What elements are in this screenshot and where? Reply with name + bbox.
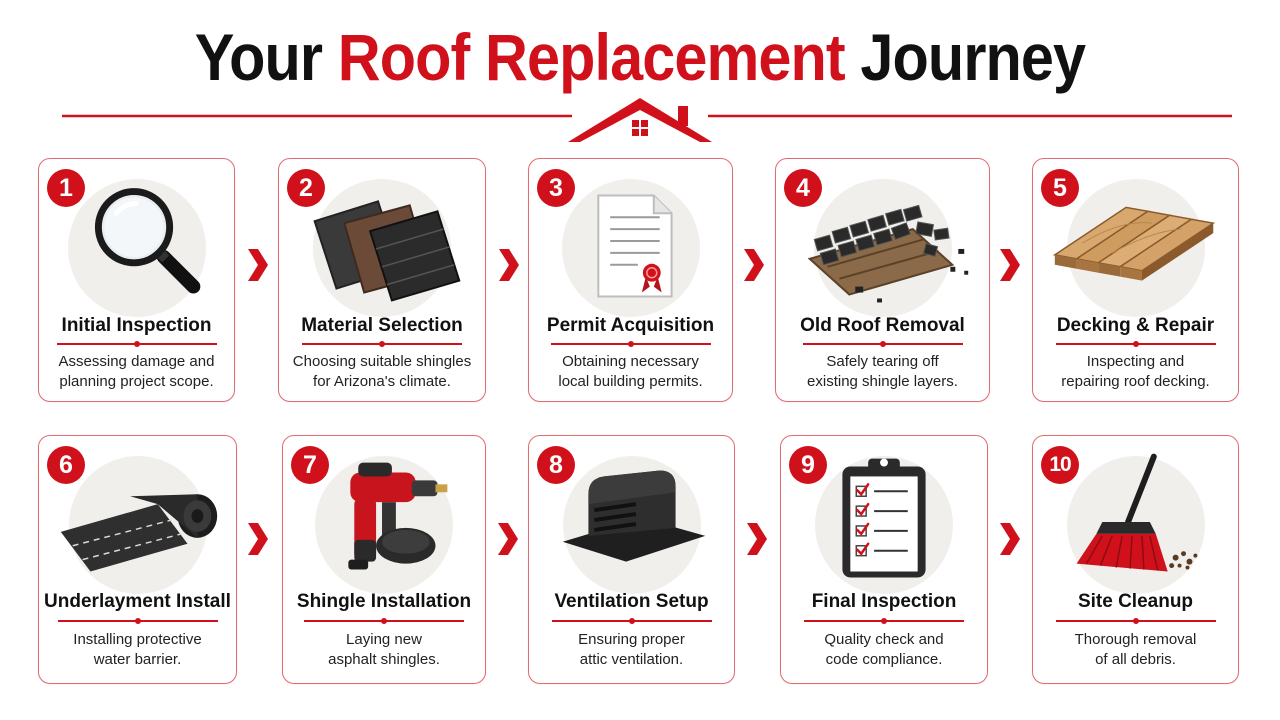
- chevron-right-icon: [248, 523, 268, 555]
- page-title: Your Roof Replacement Journey: [64, 14, 1216, 100]
- wood-decking-icon: [1052, 206, 1216, 281]
- broom-icon: [1076, 453, 1198, 572]
- chevron-right-icon: [1000, 523, 1020, 555]
- step-description-line-2: repairing roof decking.: [1061, 373, 1210, 390]
- step-description: Laying new asphalt shingles.: [283, 630, 485, 670]
- chevron-right-icon: [499, 249, 519, 281]
- step-number-badge: 4: [784, 169, 822, 207]
- step-description-line-2: code compliance.: [825, 651, 943, 668]
- title-part-3: Journey: [844, 20, 1086, 94]
- step-description-line-1: Thorough removal: [1074, 631, 1197, 648]
- house-icon: [568, 98, 712, 142]
- step-title: Material Selection: [301, 315, 463, 336]
- step-title: Initial Inspection: [61, 315, 212, 336]
- step-description-line-1: Ensuring proper: [578, 631, 685, 648]
- step-title: Old Roof Removal: [800, 315, 965, 336]
- step-card-6: 6 Underlayment Install Installing protec…: [38, 435, 237, 684]
- shingle-samples-icon: [313, 200, 461, 302]
- step-divider: [550, 341, 711, 347]
- step-description-line-2: water barrier.: [93, 651, 182, 668]
- permit-document-icon: [597, 194, 673, 298]
- magnifying-glass-icon: [94, 188, 201, 294]
- step-description-line-1: Laying new: [346, 631, 422, 648]
- step-description-line-2: local building permits.: [558, 373, 703, 390]
- step-description-line-1: Quality check and: [824, 631, 944, 648]
- step-divider: [302, 341, 462, 347]
- roof-divider: [62, 98, 1232, 142]
- step-description-line-1: Assessing damage and: [58, 353, 215, 370]
- torn-roof-icon: [807, 204, 969, 303]
- step-title: Site Cleanup: [1077, 591, 1194, 612]
- nail-gun-icon: [348, 462, 448, 570]
- step-title: Final Inspection: [811, 591, 957, 612]
- step-card-7: 7 Shingle Installation Laying new asphal…: [282, 435, 486, 684]
- chevron-right-icon: [498, 523, 518, 555]
- step-description: Safely tearing off existing shingle laye…: [776, 352, 989, 392]
- step-number-badge: 8: [537, 446, 575, 484]
- step-divider: [804, 618, 964, 624]
- chevron-right-icon: [747, 523, 767, 555]
- step-card-1: 1 Initial Inspection Assessing damage an…: [38, 158, 235, 402]
- step-card-4: 4 Old Roof Removal: [775, 158, 990, 402]
- step-number-badge: 2: [287, 169, 325, 207]
- step-number-badge: 3: [537, 169, 575, 207]
- step-description-line-2: planning project scope.: [59, 373, 214, 390]
- step-description: Thorough removal of all debris.: [1033, 630, 1238, 670]
- underlayment-roll-icon: [60, 494, 218, 572]
- step-description: Obtaining necessary local building permi…: [529, 352, 732, 392]
- step-description-line-1: Installing protective: [73, 631, 202, 648]
- roof-vent-icon: [562, 470, 706, 562]
- chevron-right-icon: [1000, 249, 1020, 281]
- title-part-1: Your: [194, 20, 338, 94]
- step-title: Shingle Installation: [296, 591, 472, 612]
- step-description-line-2: for Arizona's climate.: [313, 373, 451, 390]
- step-description: Installing protective water barrier.: [39, 630, 236, 670]
- step-number-badge: 10: [1041, 446, 1079, 484]
- step-description-line-2: of all debris.: [1095, 651, 1176, 668]
- step-description-line-1: Inspecting and: [1086, 353, 1185, 370]
- step-number-badge: 9: [789, 446, 827, 484]
- clipboard-checklist-icon: [842, 458, 926, 578]
- step-description: Inspecting and repairing roof decking.: [1033, 352, 1238, 392]
- step-description-line-1: Choosing suitable shingles: [292, 353, 472, 370]
- chevron-right-icon: [248, 249, 268, 281]
- step-divider: [56, 341, 217, 347]
- step-title: Underlayment Install: [44, 591, 231, 612]
- step-description-line-1: Safely tearing off: [826, 353, 939, 370]
- step-card-2: 2 Material Selection Choosing suitable s…: [278, 158, 486, 402]
- step-divider: [1055, 341, 1216, 347]
- step-card-5: 5 Decking & Repair Inspecting and repair…: [1032, 158, 1239, 402]
- step-card-8: 8 Ventilation Setup Ensuring proper atti…: [528, 435, 735, 684]
- step-description: Ensuring proper attic ventilation.: [529, 630, 734, 670]
- step-card-10: 10 Site Cleanup Thorough removal of all …: [1032, 435, 1239, 684]
- step-description-line-1: Obtaining necessary: [562, 353, 699, 370]
- step-card-9: 9 Final Inspection Quality check and cod…: [780, 435, 988, 684]
- step-description: Quality check and code compliance.: [781, 630, 987, 670]
- step-description: Choosing suitable shingles for Arizona's…: [279, 352, 485, 392]
- step-description-line-2: asphalt shingles.: [328, 651, 440, 668]
- step-divider: [304, 618, 464, 624]
- step-number-badge: 1: [47, 169, 85, 207]
- step-title: Decking & Repair: [1056, 315, 1215, 336]
- title-part-2: Roof Replacement: [337, 20, 846, 94]
- step-number-badge: 6: [47, 446, 85, 484]
- step-description-line-2: existing shingle layers.: [807, 373, 958, 390]
- chevron-right-icon: [744, 249, 764, 281]
- step-title: Permit Acquisition: [546, 315, 715, 336]
- step-description: Assessing damage and planning project sc…: [39, 352, 234, 392]
- step-card-3: 3 Permit Acquisition Obtaining necessary…: [528, 158, 733, 402]
- step-divider: [57, 618, 218, 624]
- step-number-badge: 7: [291, 446, 329, 484]
- step-divider: [551, 618, 712, 624]
- step-divider: [802, 341, 963, 347]
- step-description-line-2: attic ventilation.: [579, 651, 684, 668]
- step-title: Ventilation Setup: [554, 591, 709, 612]
- step-number-badge: 5: [1041, 169, 1079, 207]
- step-divider: [1055, 618, 1216, 624]
